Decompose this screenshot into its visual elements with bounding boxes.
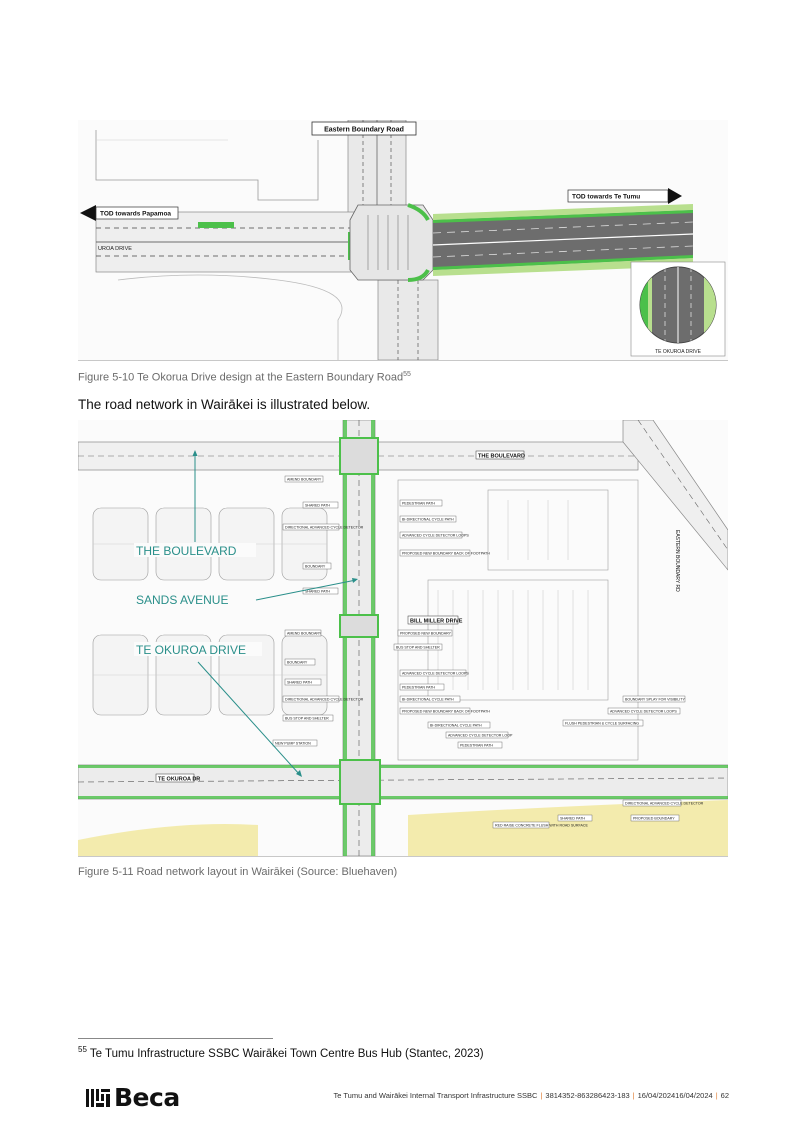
- note: BOUNDARY: [305, 565, 326, 569]
- footnote: 55 Te Tumu Infrastructure SSBC Wairākei …: [78, 1045, 484, 1060]
- callout-sands-avenue: SANDS AVENUE: [136, 593, 228, 607]
- cross-section-inset: TE OKUROA DRIVE: [630, 261, 726, 357]
- note: PROPOSED BOUNDARY: [633, 817, 675, 821]
- note: ADVANCED CYCLE DETECTOR LOOPS: [610, 710, 677, 714]
- note: DIRECTIONAL ADVANCED CYCLE DETECTOR: [285, 526, 364, 530]
- note: PEDESTRIAN PATH: [402, 502, 435, 506]
- note: ADVANCED CYCLE DETECTOR LOOPS: [402, 534, 469, 538]
- note: FLUSH PEDESTRIAN & CYCLE SURFACING: [565, 722, 639, 726]
- figure-5-11-image: THE BOULEVARD BILL MILLER DRIVE EASTERN …: [78, 420, 728, 857]
- note: BOUNDARY: [287, 661, 308, 665]
- note: PEDESTRIAN PATH: [460, 744, 493, 748]
- eastern-boundary-road-label-box: [311, 121, 417, 136]
- note: BI-DIRECTIONAL CYCLE PATH: [402, 698, 454, 702]
- map-label-boulevard: THE BOULEVARD: [478, 454, 525, 460]
- note: PROPOSED NEW BOUNDARY BACK OF FOOTPATH: [402, 710, 490, 714]
- note: ADVANCED CYCLE DETECTOR LOOP: [448, 734, 513, 738]
- figure-5-10-caption: Figure 5-10 Te Okorua Drive design at th…: [78, 371, 411, 384]
- figure-5-10-footnote-ref: 55: [403, 371, 411, 378]
- note: BOUNDARY SPLAY FOR VISIBILITY: [625, 698, 685, 702]
- te-okorua-drive-design-drawing: Eastern Boundary Road TOD towards Papamo…: [78, 120, 728, 360]
- note: SHARED PATH: [287, 681, 312, 685]
- note: DIRECTIONAL ADVANCED CYCLE DETECTOR: [285, 698, 364, 702]
- note: ADVANCED CYCLE DETECTOR LOOPS: [402, 672, 469, 676]
- map-road-labels: THE BOULEVARD BILL MILLER DRIVE EASTERN …: [155, 450, 680, 783]
- footnote-number: 55: [78, 1045, 87, 1054]
- map-label-bill-miller: BILL MILLER DRIVE: [410, 619, 463, 625]
- note: RED RAISE CONCRETE FLUSH WITH ROAD SURFA…: [495, 824, 588, 828]
- footnote-divider: [78, 1038, 273, 1039]
- left-road-label: UROA DRIVE: [98, 246, 132, 252]
- note: AMEND BOUNDARY: [287, 632, 322, 636]
- beca-logo: Beca: [86, 1083, 180, 1112]
- inset-label: TE OKUROA DRIVE: [655, 349, 702, 355]
- intro-paragraph: The road network in Wairākei is illustra…: [78, 397, 371, 412]
- tod-te-tumu-label: TOD towards Te Tumu: [572, 194, 640, 201]
- figure-5-10-caption-text: Figure 5-10 Te Okorua Drive design at th…: [78, 371, 404, 384]
- note: NEW PUMP STATION: [275, 742, 311, 746]
- note: BUS STOP AND SHELTER: [396, 646, 440, 650]
- callout-te-okuroa-drive: TE OKUROA DRIVE: [136, 643, 246, 657]
- note: BI-DIRECTIONAL CYCLE PATH: [402, 518, 454, 522]
- footer-doc-number: 3814352-863286423-183: [545, 1091, 630, 1100]
- note: SHARED PATH: [305, 590, 330, 594]
- footer-doc-title: Te Tumu and Wairākei Internal Transport …: [333, 1091, 538, 1100]
- figure-5-10-image: Eastern Boundary Road TOD towards Papamo…: [78, 120, 728, 361]
- footer-info: Te Tumu and Wairākei Internal Transport …: [333, 1091, 729, 1100]
- note: PROPOSED NEW BOUNDARY: [400, 632, 452, 636]
- note: BUS STOP AND SHELTER: [285, 717, 329, 721]
- note: SHARED PATH: [305, 504, 330, 508]
- note: AMEND BOUNDARY: [287, 478, 322, 482]
- beca-logo-text: Beca: [114, 1083, 180, 1112]
- eastern-boundary-road-label: Eastern Boundary Road: [324, 127, 404, 134]
- figure-5-11-caption: Figure 5-11 Road network layout in Wairā…: [78, 866, 398, 878]
- tod-papamoa-label: TOD towards Papamoa: [100, 211, 171, 218]
- note: SHARED PATH: [560, 817, 585, 821]
- note: DIRECTIONAL ADVANCED CYCLE DETECTOR: [625, 802, 704, 806]
- road-network-layout-drawing: THE BOULEVARD BILL MILLER DRIVE EASTERN …: [78, 420, 728, 856]
- beca-logo-mark-icon: [86, 1088, 110, 1107]
- callout-the-boulevard: THE BOULEVARD: [136, 544, 237, 558]
- footer-dates: 16/04/202416/04/2024: [637, 1091, 713, 1100]
- note: BI-DIRECTIONAL CYCLE PATH: [430, 724, 482, 728]
- map-label-te-okuroa: TE OKUROA DR: [158, 777, 200, 783]
- footnote-text: Te Tumu Infrastructure SSBC Wairākei Tow…: [89, 1047, 484, 1060]
- footer-page-number: 62: [720, 1091, 729, 1100]
- callouts: THE BOULEVARD SANDS AVENUE TE OKUROA DRI…: [134, 450, 358, 777]
- note: PROPOSED NEW BOUNDARY BACK OF FOOTPATH: [402, 552, 490, 556]
- map-label-eastern-boundary: EASTERN BOUNDARY RD: [674, 530, 680, 592]
- note: PEDESTRIAN PATH: [402, 686, 435, 690]
- design-notes: AMEND BOUNDARY SHARED PATH DIRECTIONAL A…: [272, 475, 704, 829]
